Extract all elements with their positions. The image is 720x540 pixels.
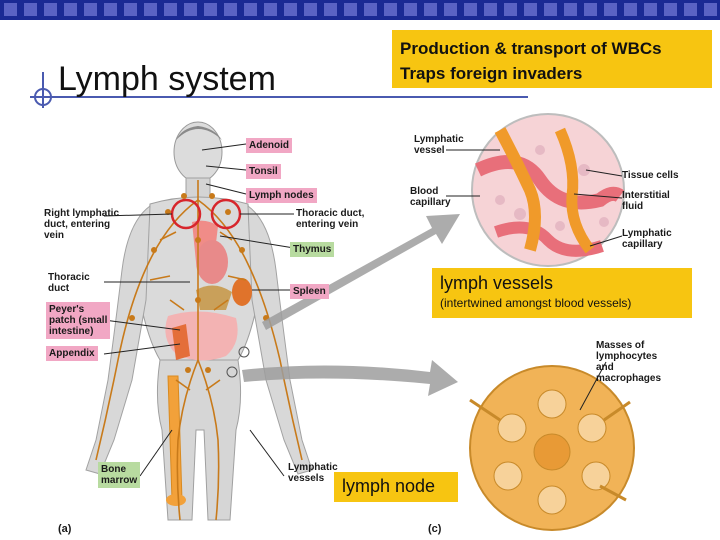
bar-square [364, 3, 377, 16]
banner-line-2: Traps foreign invaders [400, 64, 583, 83]
bar-square [24, 3, 37, 16]
bar-square [284, 3, 297, 16]
panel-label-c: (c) [428, 523, 442, 535]
label-blood-capillary: Blood capillary [410, 186, 451, 208]
lymph-vessels-subtext: (intertwined amongst blood vessels) [440, 296, 632, 310]
arrow-to-node [242, 360, 458, 396]
bar-square [604, 3, 617, 16]
vessel-detail [471, 113, 625, 267]
bar-square [184, 3, 197, 16]
bar-square [664, 3, 677, 16]
bar-square [124, 3, 137, 16]
bar-square [684, 3, 697, 16]
label-appendix: Appendix [46, 346, 98, 361]
label-lymphatic-vessels: Lymphatic vessels [288, 462, 338, 484]
label-interstitial-fluid: Interstitial fluid [622, 190, 670, 212]
bar-square [644, 3, 657, 16]
bar-square [384, 3, 397, 16]
bar-square [524, 3, 537, 16]
label-bone-marrow: Bone marrow [98, 462, 141, 488]
bar-square [324, 3, 337, 16]
label-adenoid: Adenoid [246, 138, 292, 153]
label-thoracic-duct: Thoracic duct [48, 272, 90, 294]
bar-square [624, 3, 637, 16]
top-bar [0, 0, 720, 20]
bar-square [4, 3, 17, 16]
label-masses: Masses of lymphocytes and macrophages [596, 340, 662, 384]
label-spleen: Spleen [290, 284, 329, 299]
bar-square [204, 3, 217, 16]
label-lymphatic-vessel: Lymphatic vessel [414, 134, 464, 156]
label-tissue-cells: Tissue cells [622, 170, 679, 181]
bar-square [224, 3, 237, 16]
bar-square [584, 3, 597, 16]
bar-square [564, 3, 577, 16]
bar-square [484, 3, 497, 16]
bar-square [544, 3, 557, 16]
banner-line-1: Production & transport of WBCs [400, 39, 662, 58]
label-thoracic-duct-entering: Thoracic duct, entering vein [296, 208, 365, 230]
lymph-node-callout: lymph node [334, 472, 458, 502]
lymph-node-detail [469, 365, 635, 531]
slide-title: Lymph system [58, 60, 276, 98]
summary-banner: Production & transport of WBCs Traps for… [392, 30, 712, 88]
bar-square [164, 3, 177, 16]
label-peyers-patch: Peyer's patch (small intestine) [46, 302, 111, 339]
bar-square [424, 3, 437, 16]
bar-square [64, 3, 77, 16]
human-figure [85, 121, 313, 521]
bar-square [44, 3, 57, 16]
label-lymph-nodes: Lymph nodes [246, 188, 317, 203]
title-rule [30, 96, 528, 98]
bar-square [144, 3, 157, 16]
label-right-lymphatic-duct: Right lymphatic duct, entering vein [44, 208, 120, 241]
bar-square [344, 3, 357, 16]
arrow-to-vessels [262, 214, 460, 330]
leader-lines [103, 143, 295, 477]
bar-square [264, 3, 277, 16]
bar-square [404, 3, 417, 16]
panel-label-a: (a) [58, 523, 72, 535]
bar-square [104, 3, 117, 16]
lymph-vessels-heading: lymph vessels [440, 273, 554, 293]
label-thymus: Thymus [290, 242, 335, 257]
bar-square [84, 3, 97, 16]
label-tonsil: Tonsil [246, 164, 281, 179]
lymph-vessels-callout: lymph vessels (intertwined amongst blood… [432, 268, 692, 318]
bar-square [304, 3, 317, 16]
bar-square [244, 3, 257, 16]
bar-square [444, 3, 457, 16]
bar-square [704, 3, 717, 16]
bar-square [504, 3, 517, 16]
label-lymphatic-capillary: Lymphatic capillary [622, 228, 672, 250]
bar-square [464, 3, 477, 16]
